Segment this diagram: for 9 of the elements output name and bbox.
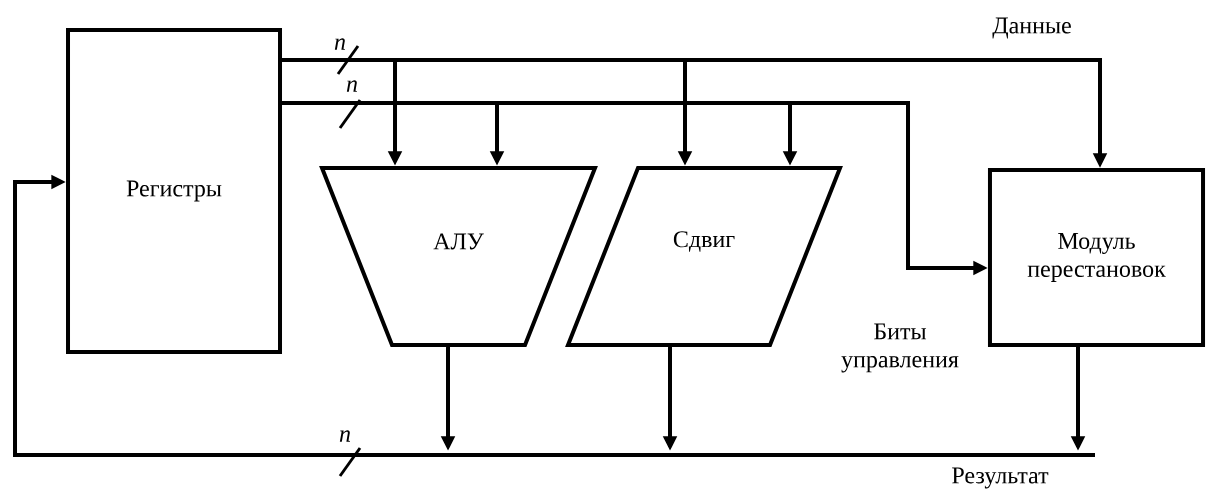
bus-width-label: n <box>334 38 345 50</box>
bus-width-label: n <box>346 80 357 92</box>
bus-label: Биты управления <box>841 323 959 373</box>
bus-label: Результат <box>952 467 1049 489</box>
bus-label: Данные <box>992 17 1071 39</box>
process-box: Регистры <box>66 28 282 354</box>
process-box: Модуль перестановок <box>987 168 1206 347</box>
bus-width-label: n <box>339 430 350 442</box>
result-bus <box>15 453 1095 457</box>
